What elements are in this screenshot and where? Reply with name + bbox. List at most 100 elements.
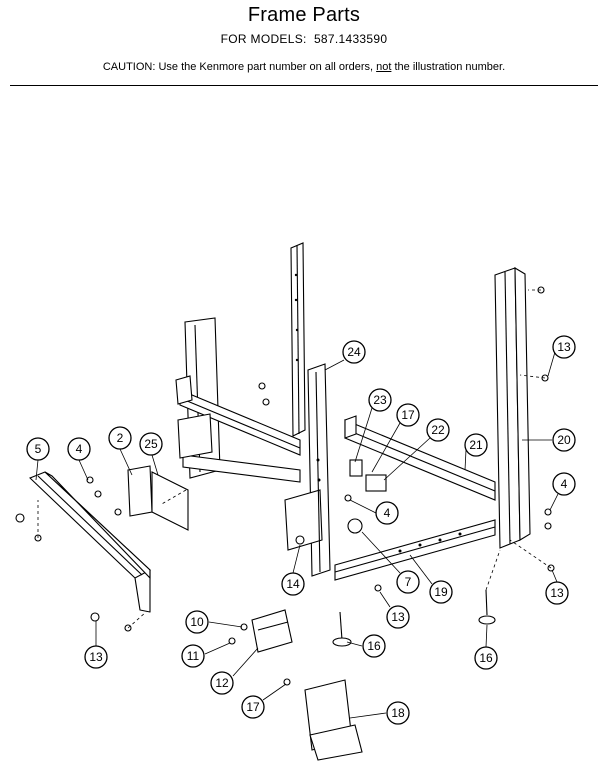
- callout-circle: [67, 437, 91, 461]
- callout-circle: [396, 403, 420, 427]
- callout-label: 23: [373, 393, 387, 407]
- callout-label: 22: [431, 423, 445, 437]
- bracket-and-plate: [127, 465, 189, 531]
- callout-20: 20: [552, 428, 576, 452]
- callout-label: 24: [347, 345, 361, 359]
- models-label: FOR MODELS:: [220, 32, 307, 46]
- callout-13: 13: [552, 335, 576, 359]
- callout-label: 13: [391, 610, 405, 624]
- callout-10: 10: [185, 610, 209, 634]
- callout-label: 10: [190, 615, 204, 629]
- header-divider: [10, 85, 598, 86]
- callout-19: 19: [429, 580, 453, 604]
- callout-13: 13: [84, 645, 108, 669]
- page-title: Frame Parts: [247, 4, 361, 26]
- callout-label: 25: [144, 437, 158, 451]
- callout-18: 18: [386, 701, 410, 725]
- callout-label: 19: [434, 585, 448, 599]
- callout-circle: [368, 388, 392, 412]
- callout-circle: [426, 418, 450, 442]
- leveling-bracket-12: [251, 609, 293, 653]
- callout-16: 16: [474, 646, 498, 670]
- callout-5: 5: [26, 437, 50, 461]
- callout-circle: [362, 634, 386, 658]
- callout-label: 7: [405, 575, 412, 589]
- callout-label: 17: [401, 408, 415, 422]
- callout-circle: [241, 695, 265, 719]
- callout-circle: [386, 701, 410, 725]
- callout-4: 4: [375, 501, 399, 525]
- callout-label: 16: [367, 639, 381, 653]
- callout-label: 13: [557, 340, 571, 354]
- callout-circle: [464, 433, 488, 457]
- callout-circle: [108, 426, 132, 450]
- callout-circle: [474, 646, 498, 670]
- leader-lines: [35, 351, 559, 719]
- callout-label: 17: [246, 700, 260, 714]
- caution-suffix: the illustration number.: [391, 61, 506, 73]
- caution-emphasis: not: [376, 61, 392, 73]
- callout-label: 21: [469, 438, 483, 452]
- callout-label: 2: [117, 431, 124, 445]
- callout-23: 23: [368, 388, 392, 412]
- callout-circle: [84, 645, 108, 669]
- callout-16: 16: [362, 634, 386, 658]
- callout-25: 25: [139, 432, 163, 456]
- callout-circle: [139, 432, 163, 456]
- models-value: 587.1433590: [313, 32, 388, 46]
- leveling-bracket-18: [304, 679, 363, 761]
- callout-label: 14: [286, 577, 300, 591]
- right-rear-upright: [494, 267, 531, 549]
- callout-label: 13: [550, 586, 564, 600]
- callout-7: 7: [396, 570, 420, 594]
- caution-prefix: CAUTION: Use the Kenmore part number on …: [102, 61, 377, 73]
- callout-21: 21: [464, 433, 488, 457]
- callout-14: 14: [281, 572, 305, 596]
- leveling-leg-16b: [478, 589, 496, 625]
- callout-circle: [429, 580, 453, 604]
- fasteners: [15, 286, 555, 686]
- front-bottom-rail: [334, 519, 496, 581]
- callout-13: 13: [386, 605, 410, 629]
- callout-24: 24: [342, 340, 366, 364]
- callout-4: 4: [67, 437, 91, 461]
- callout-circle: [552, 428, 576, 452]
- models-line: FOR MODELS: 587.1433590: [0, 32, 608, 46]
- callout-circle: [375, 501, 399, 525]
- callout-label: 4: [76, 442, 83, 456]
- callout-2: 2: [108, 426, 132, 450]
- callout-11: 11: [181, 644, 205, 668]
- callout-22: 22: [426, 418, 450, 442]
- callout-circle: [552, 335, 576, 359]
- callout-circle: [386, 605, 410, 629]
- caution-note: CAUTION: Use the Kenmore part number on …: [0, 61, 608, 73]
- left-bottom-rail: [29, 471, 151, 613]
- callout-circle: [342, 340, 366, 364]
- callout-4: 4: [552, 472, 576, 496]
- callout-13: 13: [545, 581, 569, 605]
- callout-circle: [552, 472, 576, 496]
- callout-circle: [26, 437, 50, 461]
- callout-17: 17: [396, 403, 420, 427]
- callout-label: 16: [479, 651, 493, 665]
- assembly-lines: [37, 289, 552, 629]
- callout-circle: [210, 671, 234, 695]
- callout-label: 4: [561, 477, 568, 491]
- callout-layer: 24 13 23 17 22 21 20 2 25 5 4 4 4 14 7 19 13 13 10 16 16 13 11…: [26, 335, 576, 725]
- callout-label: 20: [557, 433, 571, 447]
- left-side-frame: [175, 317, 301, 483]
- callout-circle: [396, 570, 420, 594]
- callout-label: 5: [35, 442, 42, 456]
- callout-label: 12: [215, 676, 229, 690]
- callout-circle: [545, 581, 569, 605]
- callout-17: 17: [241, 695, 265, 719]
- callout-circle: [181, 644, 205, 668]
- top-cross-rail: [344, 415, 496, 501]
- callout-label: 13: [89, 650, 103, 664]
- callout-circle: [185, 610, 209, 634]
- rear-left-upright: [290, 242, 306, 437]
- callout-12: 12: [210, 671, 234, 695]
- front-center-upright: [284, 363, 331, 577]
- leveling-leg-16a: [332, 611, 352, 647]
- callout-label: 4: [384, 506, 391, 520]
